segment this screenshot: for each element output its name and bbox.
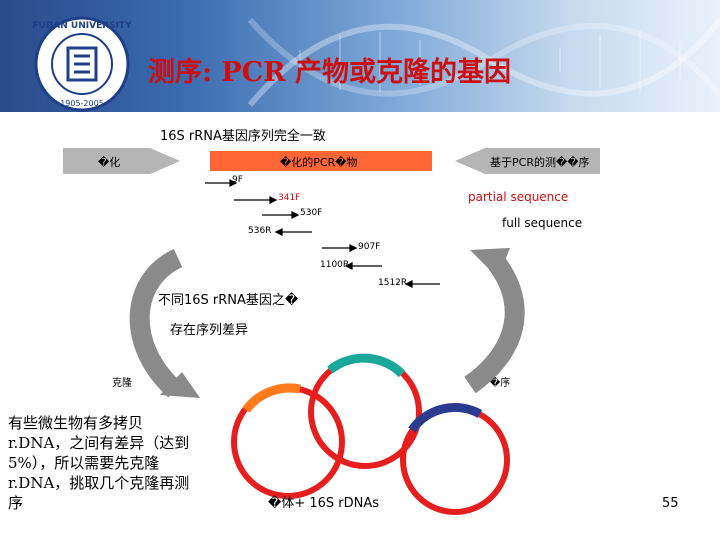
dna-helix-decoration	[247, 18, 720, 107]
insert-teal	[327, 353, 406, 378]
primer-341f: 341F	[278, 193, 301, 203]
insert-navy	[408, 403, 483, 433]
header-banner: FUDAN UNIVERSITY 1905-2005	[0, 0, 720, 112]
difference-line-1: 不同16S rRNA基因之�	[158, 293, 299, 308]
insert-orange	[242, 383, 301, 413]
sequence-label: �序	[490, 378, 511, 389]
step-center-label: �化的PCR�物	[280, 156, 358, 169]
curve-arrow-sequence	[464, 248, 525, 394]
page-title: 测序: PCR 产物或克隆的基因	[148, 57, 511, 88]
curve-arrow-clone	[129, 248, 183, 398]
primer-9f: 9F	[232, 175, 243, 185]
difference-line-2: 存在序列差异	[170, 323, 249, 338]
partial-sequence-label: partial sequence	[468, 190, 569, 204]
primer-530f: 530F	[300, 208, 323, 218]
logo-years: 1905-2005	[60, 99, 104, 108]
step-left-arrow	[63, 148, 180, 174]
step-right-label: 基于PCR的测��序	[490, 156, 590, 169]
diagram-subtitle: 16S rRNA基因序列完全一致	[160, 129, 326, 144]
full-sequence-label: full sequence	[502, 216, 583, 230]
fudan-university-logo: FUDAN UNIVERSITY 1905-2005	[32, 16, 132, 112]
primer-907f: 907F	[358, 242, 381, 252]
primer-536r: 536R	[248, 226, 272, 236]
step-right-arrow	[455, 148, 600, 174]
logo-text: FUDAN UNIVERSITY	[32, 21, 132, 31]
explanation-note: 有些微生物有多拷贝r.DNA，之间有差异（达到5%），所以需要先克隆r.DNA，…	[8, 414, 190, 512]
pcr-product-bar	[210, 151, 432, 171]
step-left-label: �化	[98, 156, 121, 169]
clone-label: 克隆	[112, 378, 132, 389]
plasmid-label: �体+ 16S rDNAs	[268, 496, 380, 511]
primer-1100r: 1100R	[320, 260, 350, 270]
page-number: 55	[662, 496, 679, 511]
primer-1512r: 1512R	[378, 278, 408, 288]
